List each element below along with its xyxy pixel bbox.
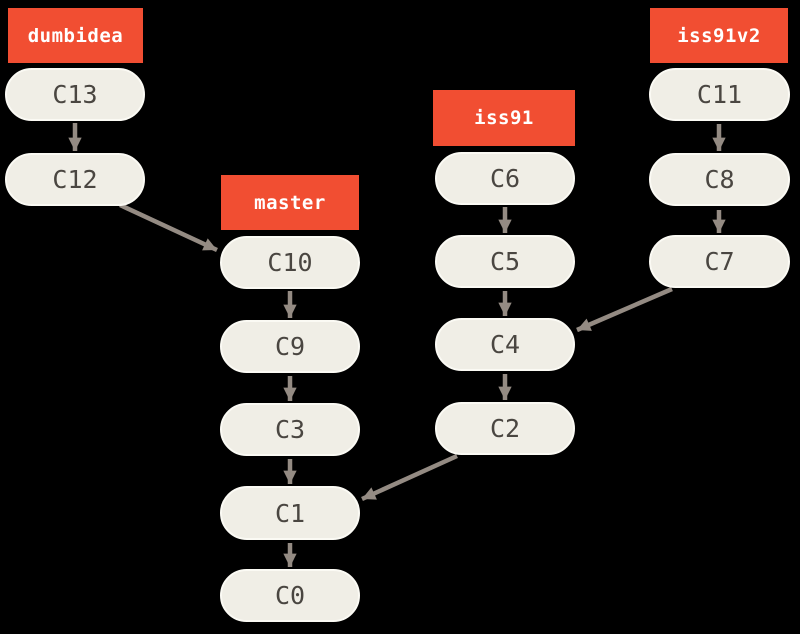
commit-node-c6: C6	[435, 152, 575, 205]
branch-label-master: master	[221, 175, 359, 230]
arrow-c7-to-c4	[576, 286, 673, 333]
commit-node-c4: C4	[435, 318, 575, 371]
branch-label-dumbidea: dumbidea	[8, 8, 143, 63]
commit-node-c11: C11	[649, 68, 790, 121]
arrow-c2-to-c1	[361, 453, 458, 502]
commit-node-c3: C3	[220, 403, 360, 456]
commit-node-c8: C8	[649, 153, 790, 206]
commit-node-c5: C5	[435, 235, 575, 288]
commit-node-c1: C1	[220, 486, 360, 540]
arrow-c12-to-c10	[119, 202, 218, 253]
commit-node-c9: C9	[220, 320, 360, 373]
commit-node-c10: C10	[220, 236, 360, 289]
commit-node-c7: C7	[649, 235, 790, 288]
commit-node-c2: C2	[435, 402, 575, 455]
commit-node-c0: C0	[220, 569, 360, 622]
branch-label-iss91: iss91	[433, 90, 575, 146]
commit-node-c13: C13	[5, 68, 145, 121]
commit-node-c12: C12	[5, 153, 145, 206]
edge-lines-group	[68, 123, 726, 567]
branch-label-iss91v2: iss91v2	[650, 8, 788, 63]
